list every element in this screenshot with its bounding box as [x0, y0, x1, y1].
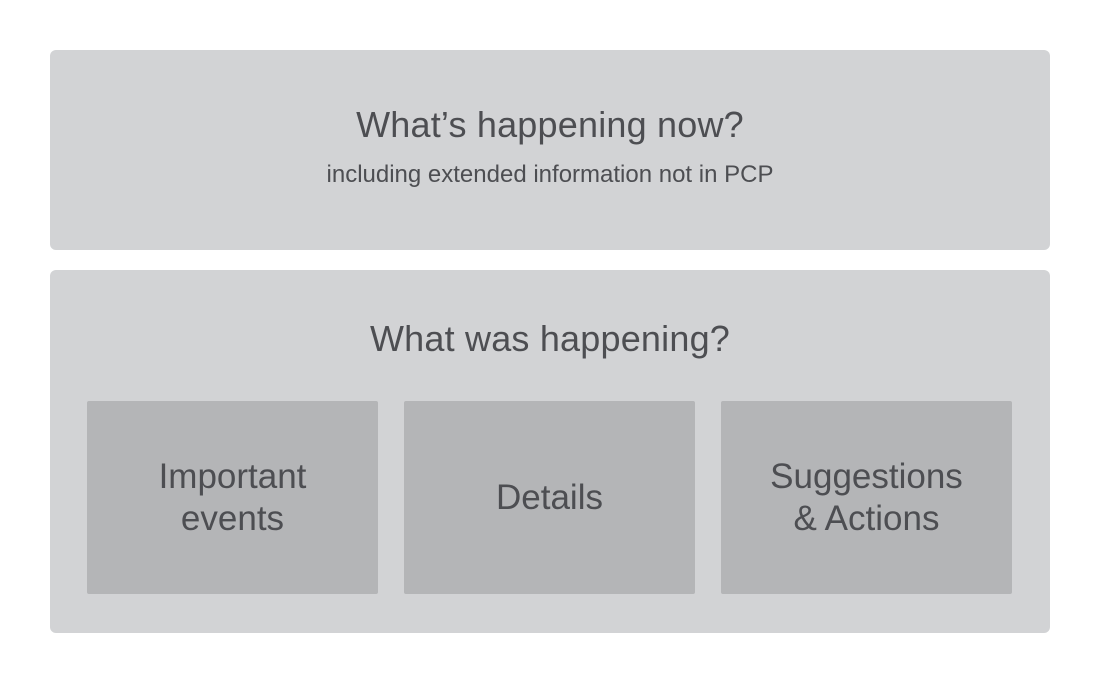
- current-status-panel: What’s happening now? including extended…: [50, 50, 1050, 250]
- details-label: Details: [496, 477, 603, 517]
- suggestions-actions-label: Suggestions & Actions: [770, 456, 963, 538]
- suggestions-actions-box: Suggestions & Actions: [721, 401, 1012, 594]
- important-events-box: Important events: [87, 401, 378, 594]
- history-panel: What was happening? Important events Det…: [50, 270, 1050, 633]
- history-title: What was happening?: [369, 318, 731, 359]
- important-events-label: Important events: [158, 456, 307, 538]
- details-box: Details: [404, 401, 695, 594]
- current-status-title: What’s happening now?: [356, 104, 744, 145]
- current-status-subtitle: including extended information not in PC…: [326, 161, 774, 188]
